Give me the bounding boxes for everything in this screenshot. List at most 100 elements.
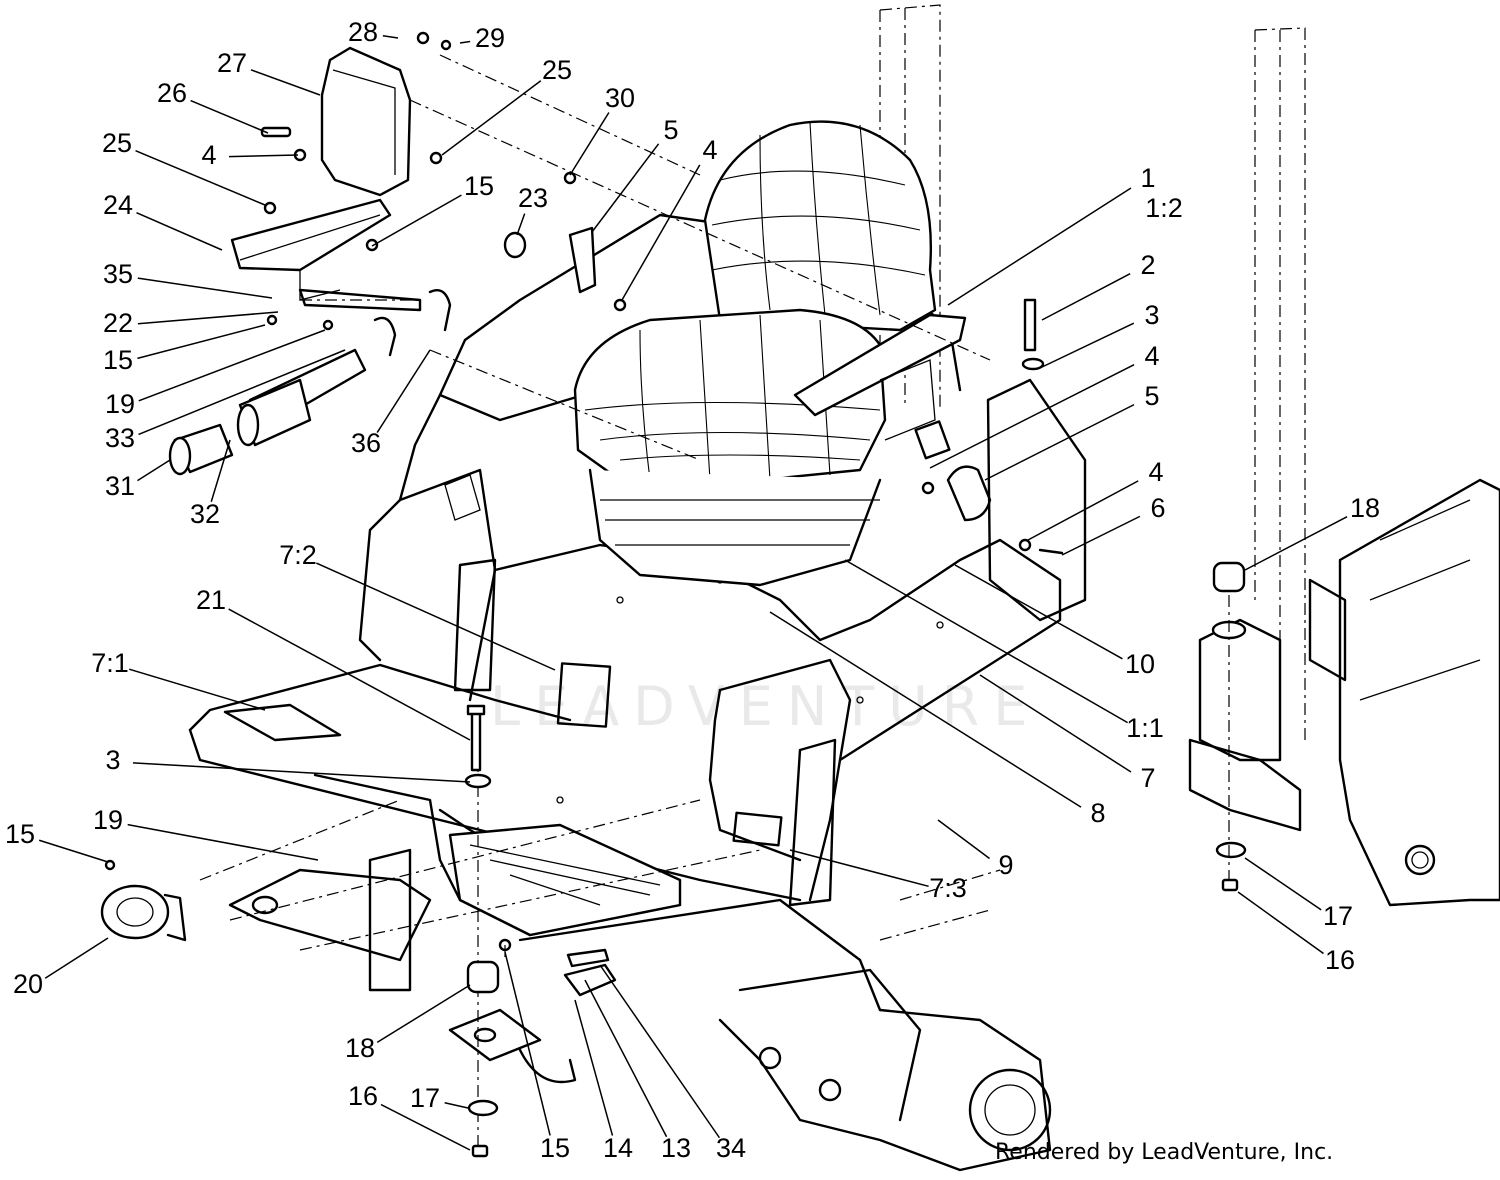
seat-icon bbox=[573, 120, 967, 587]
leader-line-27 bbox=[250, 69, 321, 96]
leader-line-16b bbox=[380, 1103, 471, 1151]
callout-33: 33 bbox=[105, 423, 135, 453]
callout-7: 7 bbox=[1140, 763, 1155, 793]
callout-28: 28 bbox=[348, 17, 378, 47]
leader-line-4d bbox=[1027, 480, 1139, 541]
callout-31: 31 bbox=[105, 471, 135, 501]
leader-line-22 bbox=[137, 311, 279, 325]
callout-18b: 18 bbox=[345, 1033, 375, 1063]
callout-5b: 5 bbox=[1144, 381, 1159, 411]
leader-line-4a bbox=[228, 154, 299, 158]
leader-line-6 bbox=[1061, 515, 1141, 556]
leader-line-25a bbox=[441, 80, 542, 156]
leader-line-17a bbox=[1244, 857, 1322, 911]
callout-16a: 16 bbox=[1325, 945, 1355, 975]
callout-7-1: 7:1 bbox=[91, 648, 129, 678]
leader-line-20 bbox=[44, 937, 109, 979]
callout-3b: 3 bbox=[105, 745, 120, 775]
leader-line-7 bbox=[979, 674, 1132, 773]
callout-7-3: 7:3 bbox=[929, 873, 967, 903]
leader-line-1 bbox=[947, 187, 1132, 306]
leader-line-4b bbox=[621, 164, 701, 301]
callout-15b: 15 bbox=[103, 345, 133, 375]
isolator-mount-icon bbox=[464, 298, 1064, 1158]
leader-line-14 bbox=[574, 999, 614, 1136]
leader-line-5a bbox=[591, 143, 660, 233]
leader-line-8 bbox=[769, 611, 1082, 808]
leader-line-10 bbox=[954, 564, 1123, 660]
callout-30: 30 bbox=[605, 83, 635, 113]
leader-line-26 bbox=[190, 99, 269, 134]
leader-line-21 bbox=[228, 608, 471, 741]
leader-line-15c bbox=[38, 839, 109, 863]
callout-13: 13 bbox=[661, 1133, 691, 1163]
leader-line-36 bbox=[376, 349, 431, 433]
leader-line-18a bbox=[1244, 516, 1348, 571]
rollbar-post-right-icon bbox=[1188, 27, 1500, 907]
leader-line-31 bbox=[137, 459, 171, 482]
callout-2: 2 bbox=[1140, 250, 1155, 280]
callout-18a: 18 bbox=[1350, 493, 1380, 523]
watermark-text: LEADVENTURE bbox=[490, 675, 1041, 738]
leader-line-29 bbox=[459, 40, 471, 44]
leader-line-16a bbox=[1237, 891, 1324, 955]
callout-5a: 5 bbox=[663, 115, 678, 145]
leader-line-3b bbox=[132, 762, 471, 783]
callout-17a: 17 bbox=[1323, 901, 1353, 931]
callout-10: 10 bbox=[1125, 649, 1155, 679]
leader-line-25b bbox=[135, 149, 266, 206]
callout-24: 24 bbox=[103, 190, 133, 220]
leader-line-7-2 bbox=[316, 562, 556, 671]
leader-line-3a bbox=[1039, 322, 1135, 369]
callout-8: 8 bbox=[1090, 798, 1105, 828]
leader-line-15b bbox=[137, 324, 266, 360]
leader-line-2 bbox=[1041, 273, 1131, 321]
leader-line-18b bbox=[376, 984, 471, 1044]
callout-9: 9 bbox=[998, 850, 1013, 880]
callout-22: 22 bbox=[103, 308, 133, 338]
callout-26: 26 bbox=[157, 78, 187, 108]
leader-line-4c bbox=[929, 363, 1135, 469]
callout-15a: 15 bbox=[464, 171, 494, 201]
callout-14: 14 bbox=[603, 1133, 633, 1163]
leader-line-9 bbox=[937, 819, 990, 860]
leader-line-7-1 bbox=[128, 668, 266, 711]
leader-line-19b bbox=[127, 823, 319, 861]
leader-line-33 bbox=[138, 349, 346, 436]
callout-4a: 4 bbox=[201, 140, 216, 170]
leader-line-34 bbox=[599, 964, 721, 1139]
callout-20: 20 bbox=[13, 969, 43, 999]
callout-4d: 4 bbox=[1148, 457, 1163, 487]
callout-19a: 19 bbox=[105, 389, 135, 419]
callout-34: 34 bbox=[716, 1133, 746, 1163]
leader-line-32 bbox=[210, 439, 231, 502]
callout-32: 32 bbox=[190, 499, 220, 529]
leader-line-23 bbox=[516, 213, 526, 236]
credit-text: Rendered by LeadVenture, Inc. bbox=[995, 1140, 1334, 1165]
leader-line-5b bbox=[984, 403, 1135, 481]
mounting-bracket-icon bbox=[168, 31, 991, 476]
leader-line-1-1 bbox=[844, 559, 1128, 724]
callout-4c: 4 bbox=[1144, 341, 1159, 371]
callout-15d: 15 bbox=[540, 1133, 570, 1163]
callout-21: 21 bbox=[196, 585, 226, 615]
callout-27: 27 bbox=[217, 48, 247, 78]
horn-icon bbox=[100, 859, 187, 942]
leader-line-28 bbox=[382, 34, 399, 39]
callout-3a: 3 bbox=[1144, 300, 1159, 330]
callout-6: 6 bbox=[1150, 493, 1165, 523]
callout-25a: 25 bbox=[542, 55, 572, 85]
leader-line-19a bbox=[138, 329, 326, 402]
callout-36: 36 bbox=[351, 428, 381, 458]
callout-16b: 16 bbox=[348, 1081, 378, 1111]
callout-4b: 4 bbox=[702, 135, 717, 165]
leader-lines bbox=[38, 34, 1348, 1151]
callout-35: 35 bbox=[103, 259, 133, 289]
frame-plate-icon bbox=[199, 760, 1052, 1172]
callout-1: 1 bbox=[1140, 163, 1155, 193]
callout-1-1: 1:1 bbox=[1126, 713, 1164, 743]
callout-15c: 15 bbox=[5, 819, 35, 849]
callout-17b: 17 bbox=[410, 1083, 440, 1113]
